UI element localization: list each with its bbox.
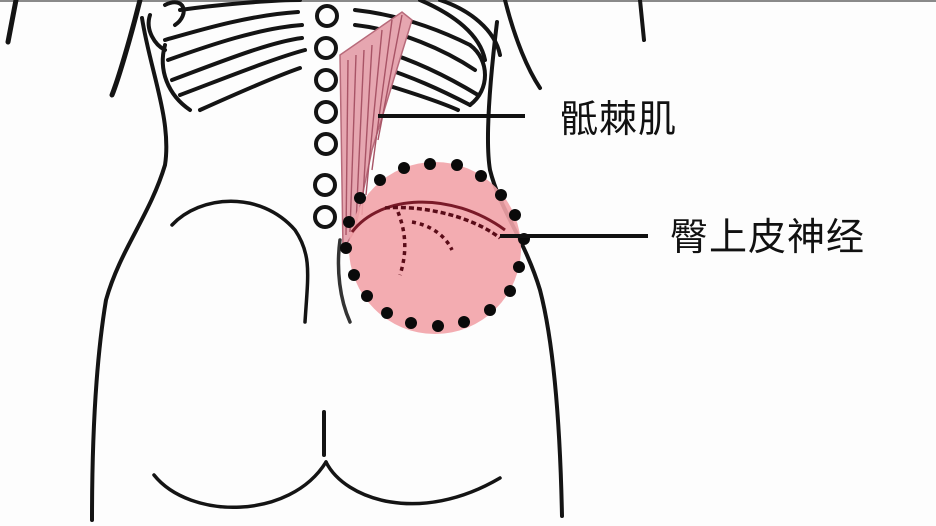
top-border bbox=[0, 0, 936, 2]
left-arm-outline bbox=[5, 0, 19, 45]
left-buttock-curve bbox=[152, 460, 328, 509]
left-ribs bbox=[146, 0, 307, 112]
label-erector-spinae: 骶棘肌 bbox=[560, 97, 678, 141]
right-upper-torso-outline bbox=[503, 0, 542, 90]
sacrum-border bbox=[336, 238, 352, 324]
spine-vertebrae bbox=[313, 4, 339, 229]
right-buttock-curve bbox=[324, 460, 502, 506]
left-upper-torso-outline bbox=[109, 0, 143, 98]
left-torso-outline bbox=[90, 16, 169, 522]
superior-cluneal-nerve-region bbox=[340, 158, 530, 334]
right-arm-outline bbox=[638, 0, 646, 42]
left-iliac-crest bbox=[170, 199, 310, 324]
label-superior-cluneal-nerve: 臀上皮神经 bbox=[670, 215, 866, 259]
